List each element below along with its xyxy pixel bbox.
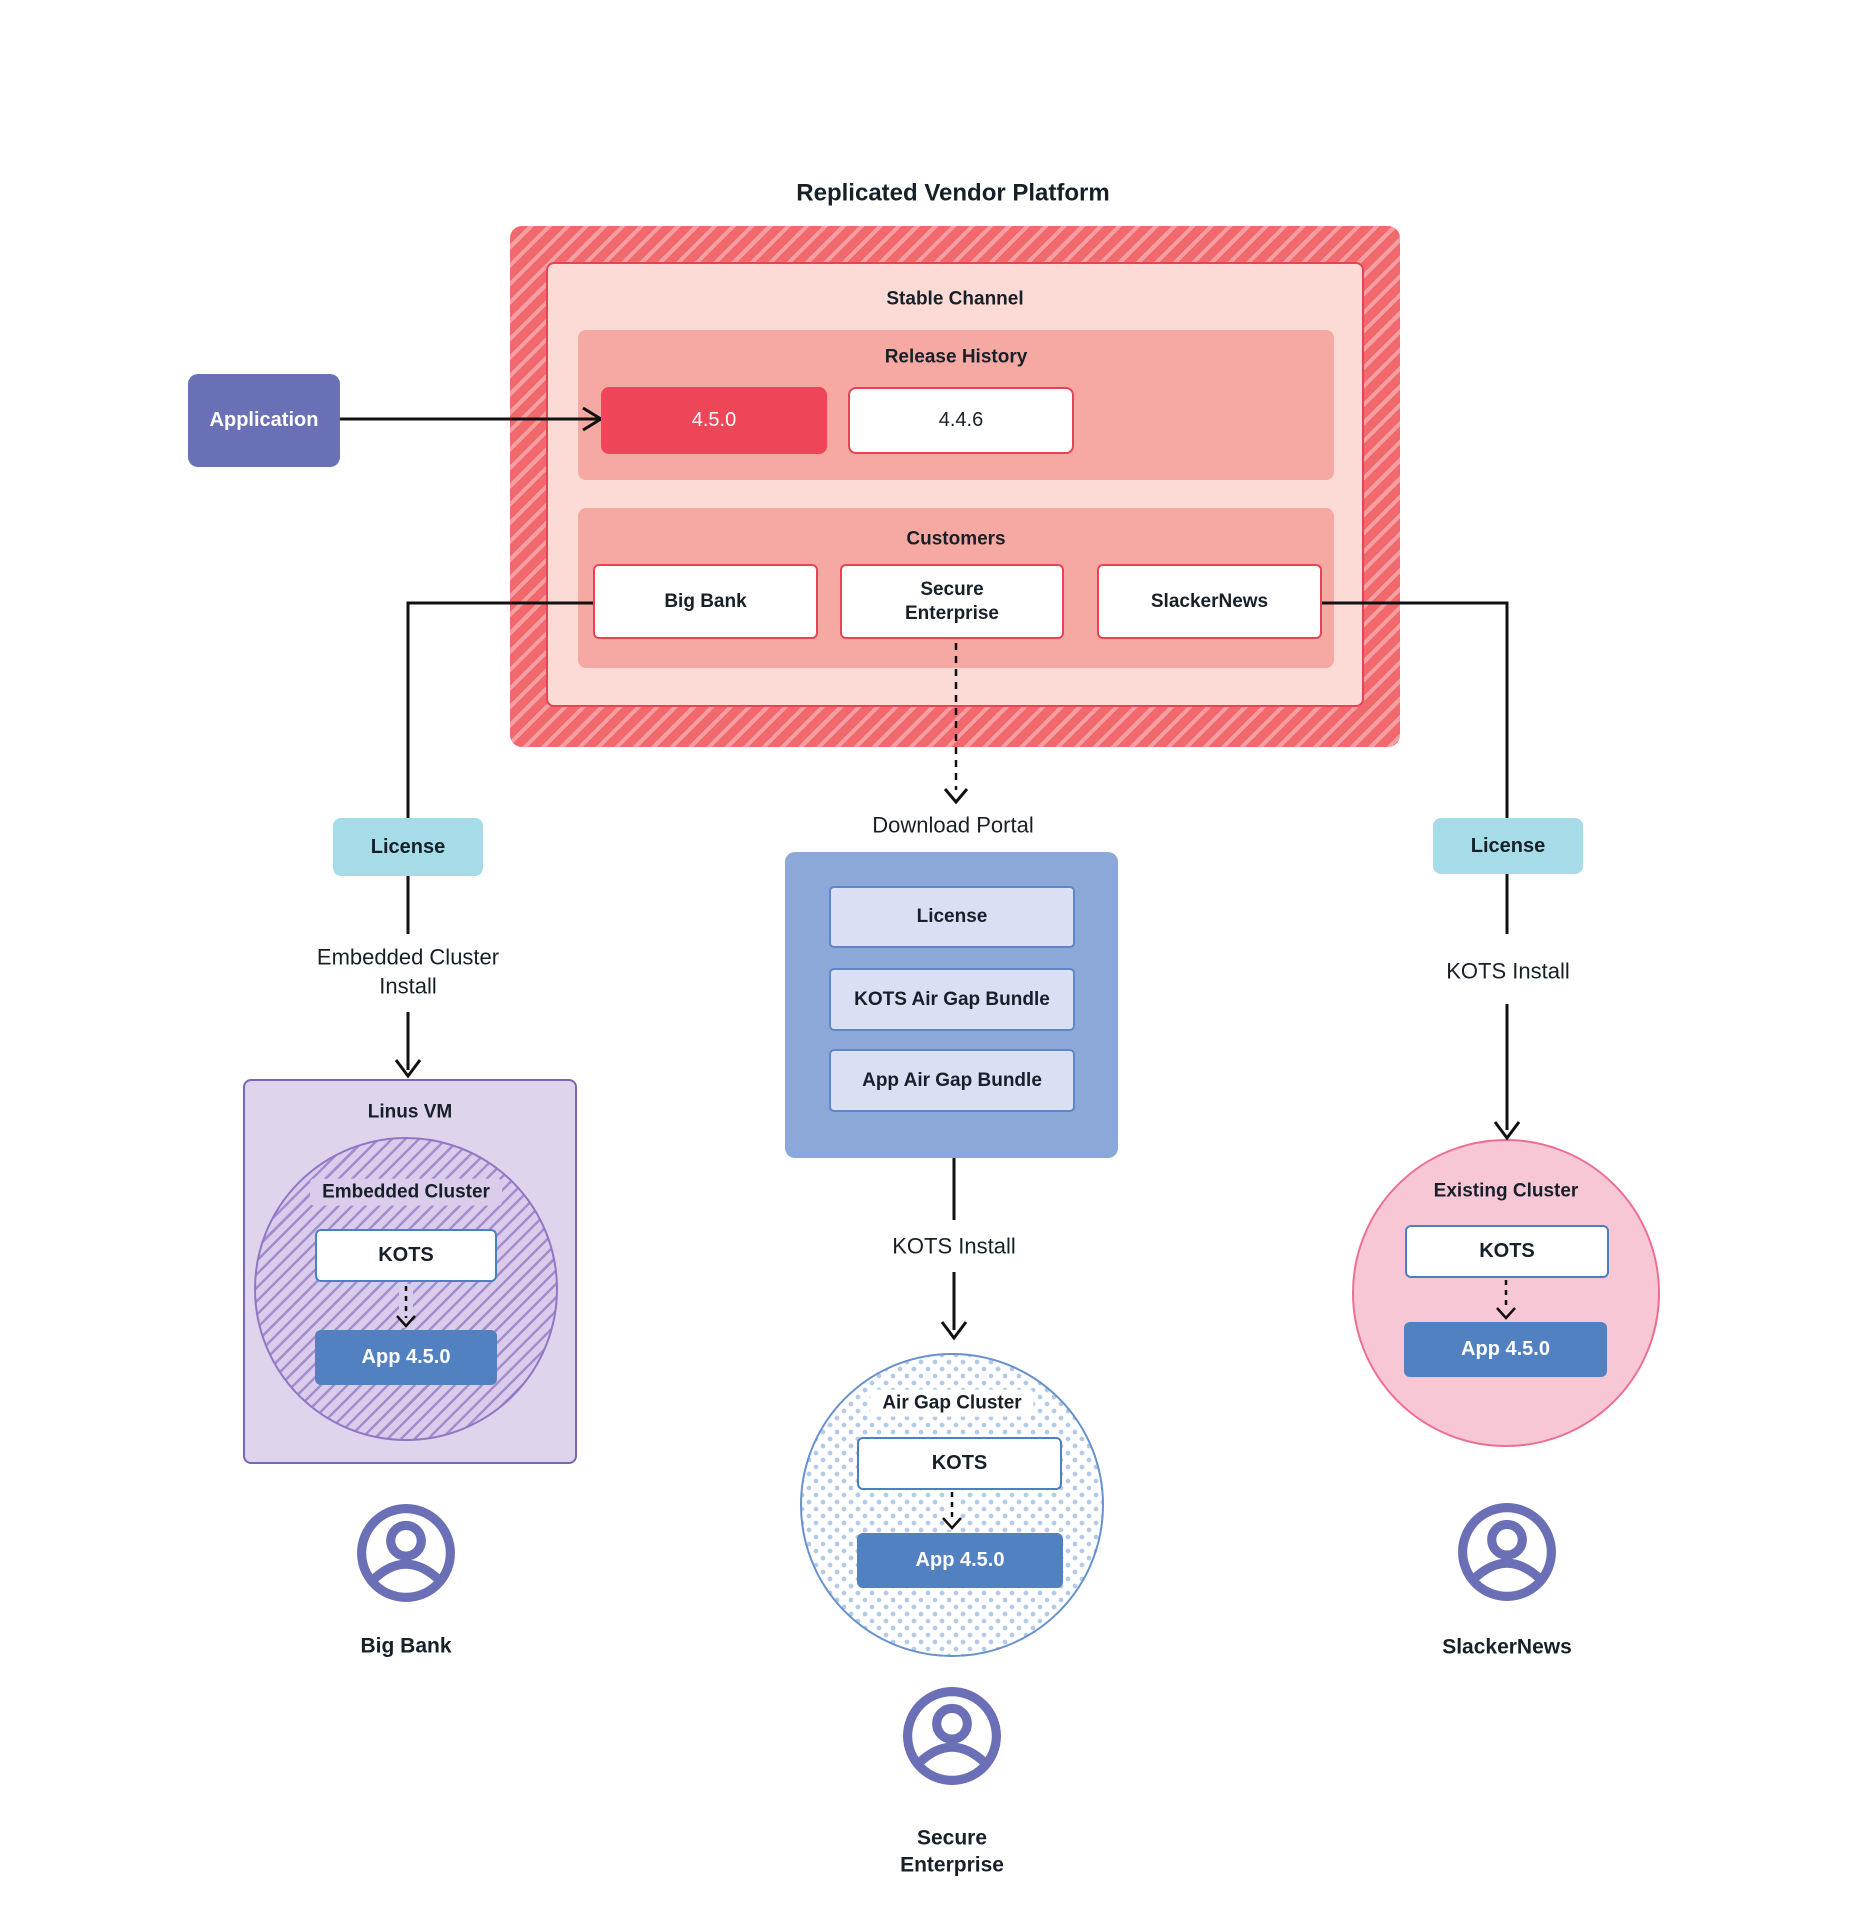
big-bank-user-label: Big Bank [360,1634,452,1658]
slackernews-user-label: SlackerNews [1442,1635,1572,1659]
diagram-title: Replicated Vendor Platform [796,179,1110,207]
existing-cluster-label: Existing Cluster [1433,1180,1579,1202]
kots-box-right: KOTS [1405,1225,1609,1278]
release-version-previous: 4.4.6 [848,387,1074,454]
app-box-left: App 4.5.0 [315,1330,497,1385]
application-box: Application [188,374,340,467]
arrowhead-install-to-airgap [940,1321,968,1341]
air-gap-cluster-label-text: Air Gap Cluster [870,1389,1034,1417]
customer-big-bank: Big Bank [593,564,818,639]
license-box-right: License [1433,818,1583,874]
arrowhead-install-to-existing [1493,1121,1521,1141]
customer-slackernews: SlackerNews [1097,564,1322,639]
embedded-cluster-install-label: Embedded Cluster Install [316,944,500,998]
app-box-middle: App 4.5.0 [857,1533,1063,1588]
kots-box-left: KOTS [315,1229,497,1282]
kots-install-label-middle: KOTS Install [892,1233,1016,1259]
kots-box-middle: KOTS [857,1437,1062,1490]
release-history-label: Release History [884,346,1028,368]
release-version-current: 4.5.0 [601,387,827,454]
embedded-cluster-label: Embedded Cluster [310,1178,502,1206]
user-icon-secure-enterprise [901,1685,1003,1792]
air-gap-cluster-label: Air Gap Cluster [870,1389,1034,1417]
portal-item-app-airgap-bundle: App Air Gap Bundle [829,1049,1075,1112]
user-icon-big-bank [355,1502,457,1609]
user-icon [1458,1503,1556,1601]
stable-channel-label: Stable Channel [886,288,1024,310]
portal-item-license: License [829,886,1075,948]
arrowhead-secure-to-portal [943,788,969,805]
linus-vm-label: Linus VM [367,1101,453,1123]
user-icon-slackernews [1456,1501,1558,1608]
license-box-left: License [333,818,483,876]
customers-label: Customers [906,528,1006,550]
user-icon [903,1687,1001,1785]
arrowhead-install-to-vm [394,1059,422,1079]
user-icon [357,1504,455,1602]
embedded-cluster-label-text: Embedded Cluster [310,1178,502,1206]
customer-secure-enterprise: Secure Enterprise [840,564,1064,639]
kots-install-label-right: KOTS Install [1446,958,1570,984]
portal-item-kots-airgap-bundle: KOTS Air Gap Bundle [829,968,1075,1031]
app-box-right: App 4.5.0 [1404,1322,1607,1377]
secure-enterprise-user-label: Secure Enterprise [900,1826,1004,1877]
download-portal-title: Download Portal [872,812,1034,838]
